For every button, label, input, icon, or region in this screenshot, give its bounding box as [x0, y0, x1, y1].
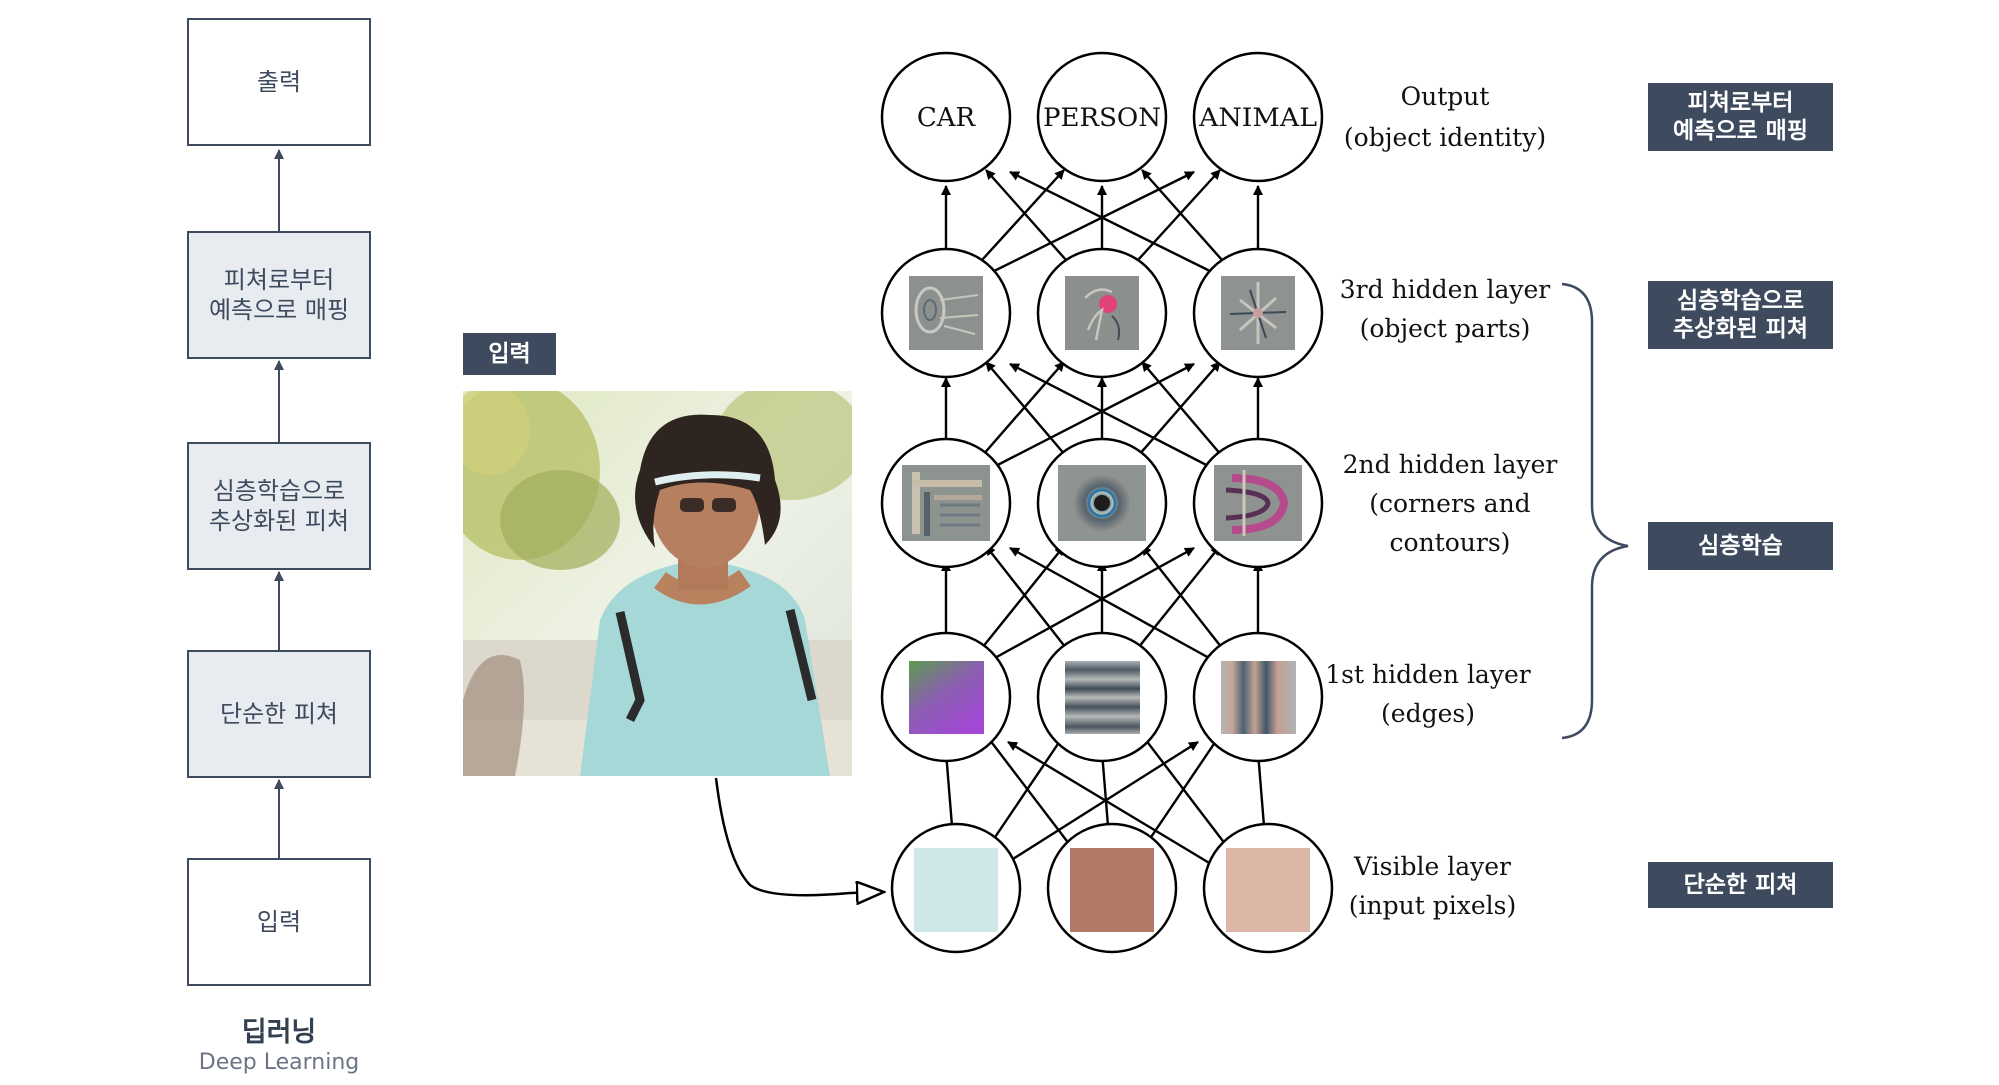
feature-thumb-figure — [1221, 276, 1295, 350]
output-label-person: PERSON — [1043, 103, 1161, 132]
connection-arrow — [941, 751, 954, 827]
connection-arrow — [1137, 169, 1221, 261]
connection-arrow — [1007, 740, 1212, 866]
connection-arrow — [1141, 169, 1223, 261]
connection-arrow — [986, 734, 1065, 850]
flow-box-mapping: 피쳐로부터 예측으로 매핑 — [187, 231, 371, 359]
deep-learning-subtitle: Deep Learning — [198, 1050, 360, 1075]
tag-deep-learning: 심층학습 — [1648, 522, 1833, 570]
connection-arrow — [1097, 751, 1110, 827]
layer-label-visible: Visible layer (input pixels) — [1348, 852, 1517, 920]
connection-arrow — [981, 545, 1065, 649]
output-node-animal — [1192, 51, 1324, 183]
tag-simple-features: 단순한 피쳐 — [1648, 862, 1833, 908]
layer-label-hidden1: 1st hidden layer (edges) — [1325, 660, 1531, 728]
hidden-layer-2 — [880, 437, 1324, 569]
feature-thumb-face — [1065, 276, 1139, 350]
feature-thumb-gradient-edge — [909, 661, 984, 734]
connection-arrow — [1004, 740, 1199, 866]
connection-arrow — [985, 361, 1067, 457]
connection-arrow — [1141, 361, 1223, 457]
feature-thumb-contour — [1058, 465, 1146, 541]
pixel-swatch — [914, 848, 998, 932]
network-connections — [941, 169, 1266, 866]
hidden-layer-1 — [880, 631, 1324, 763]
connection-arrow — [985, 169, 1067, 261]
connection-arrow — [1253, 751, 1266, 827]
flow-box-output: 출력 — [187, 18, 371, 146]
feature-thumb-vertical-edge — [1221, 661, 1296, 734]
connection-arrow — [985, 545, 1067, 649]
feature-thumb-wheel — [909, 276, 983, 350]
feature-thumb-horizontal-edge — [1065, 661, 1140, 734]
connection-arrow — [983, 546, 1195, 666]
feature-thumb-corner — [902, 465, 990, 541]
output-label-animal: ANIMAL — [1198, 103, 1317, 132]
connection-arrow — [1009, 546, 1221, 666]
connection-arrow — [1141, 545, 1223, 649]
connection-arrow — [981, 361, 1065, 457]
flow-box-simple-features: 단순한 피쳐 — [187, 650, 371, 778]
output-label-car: CAR — [917, 103, 977, 133]
deep-learning-title: 딥러닝 — [241, 1017, 317, 1048]
connection-arrow — [1137, 361, 1221, 457]
input-tag: 입력 — [463, 333, 556, 375]
output-layer: CAR PERSON ANIMAL — [880, 51, 1324, 183]
pixel-swatch — [1070, 848, 1154, 932]
output-node-car — [880, 51, 1012, 183]
visible-layer — [890, 822, 1334, 954]
hidden-layer-3 — [880, 247, 1324, 379]
flow-box-abstract-features: 심층학습으로 추상화된 피쳐 — [187, 442, 371, 570]
connection-arrow — [981, 169, 1065, 261]
connection-arrow — [983, 170, 1195, 278]
tag-feature-mapping: 피쳐로부터 예측으로 매핑 — [1648, 83, 1833, 151]
input-photo — [463, 391, 852, 776]
connection-arrow — [1009, 170, 1221, 278]
connection-arrow — [1009, 362, 1221, 474]
connection-arrow — [1141, 734, 1230, 850]
pixel-swatch — [1226, 848, 1310, 932]
connection-arrow — [1137, 545, 1221, 649]
hidden-layers-brace — [1561, 282, 1629, 740]
output-node-person — [1036, 51, 1168, 183]
tag-abstract-features: 심층학습으로 추상화된 피쳐 — [1648, 281, 1833, 349]
input-arrow — [714, 777, 884, 895]
layer-label-hidden3: 3rd hidden layer (object parts) — [1339, 275, 1551, 343]
layer-label-output: Output (object identity) — [1343, 82, 1547, 152]
flow-box-input: 입력 — [187, 858, 371, 986]
connection-arrow — [983, 362, 1195, 474]
feature-thumb-curve — [1214, 465, 1302, 541]
layer-label-hidden2: 2nd hidden layer (corners and contours) — [1342, 450, 1558, 557]
